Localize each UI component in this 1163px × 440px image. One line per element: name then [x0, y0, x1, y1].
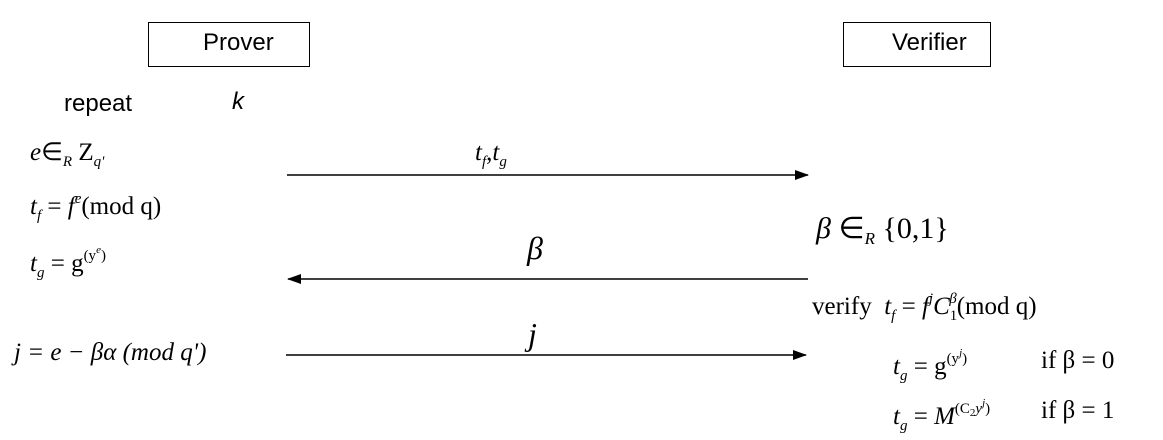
verifier-check-1: verify tf = fjC1β(mod q) — [812, 291, 1037, 324]
message-3-label: j — [528, 316, 537, 352]
verifier-check-2: tg = g(yj) — [893, 347, 968, 384]
prover-label: Prover — [203, 29, 274, 56]
prover-box: Prover — [148, 22, 310, 67]
repeat-count: k — [232, 88, 244, 115]
message-1-label: tf,tg — [475, 139, 507, 170]
verifier-check-2-condition: if β = 0 — [1041, 347, 1115, 374]
verify-label: verify — [812, 293, 872, 320]
prover-step-j: j = e − βα (mod q') — [14, 339, 207, 366]
verifier-step-beta-choice: β ∈R {0,1} — [816, 212, 949, 248]
message-2-label: β — [527, 230, 543, 266]
repeat-label: repeat — [64, 90, 133, 117]
prover-step-tg: tg = g(ye) — [30, 244, 106, 281]
prover-step-e-choice: e∈R Zq' — [30, 139, 105, 170]
prover-step-tf: tf = fe(mod q) — [30, 191, 162, 224]
verifier-check-3: tg = M(C2yj) — [893, 397, 991, 434]
verifier-label: Verifier — [892, 29, 967, 56]
verifier-box: Verifier — [843, 22, 991, 67]
verifier-check-3-condition: if β = 1 — [1041, 397, 1115, 424]
